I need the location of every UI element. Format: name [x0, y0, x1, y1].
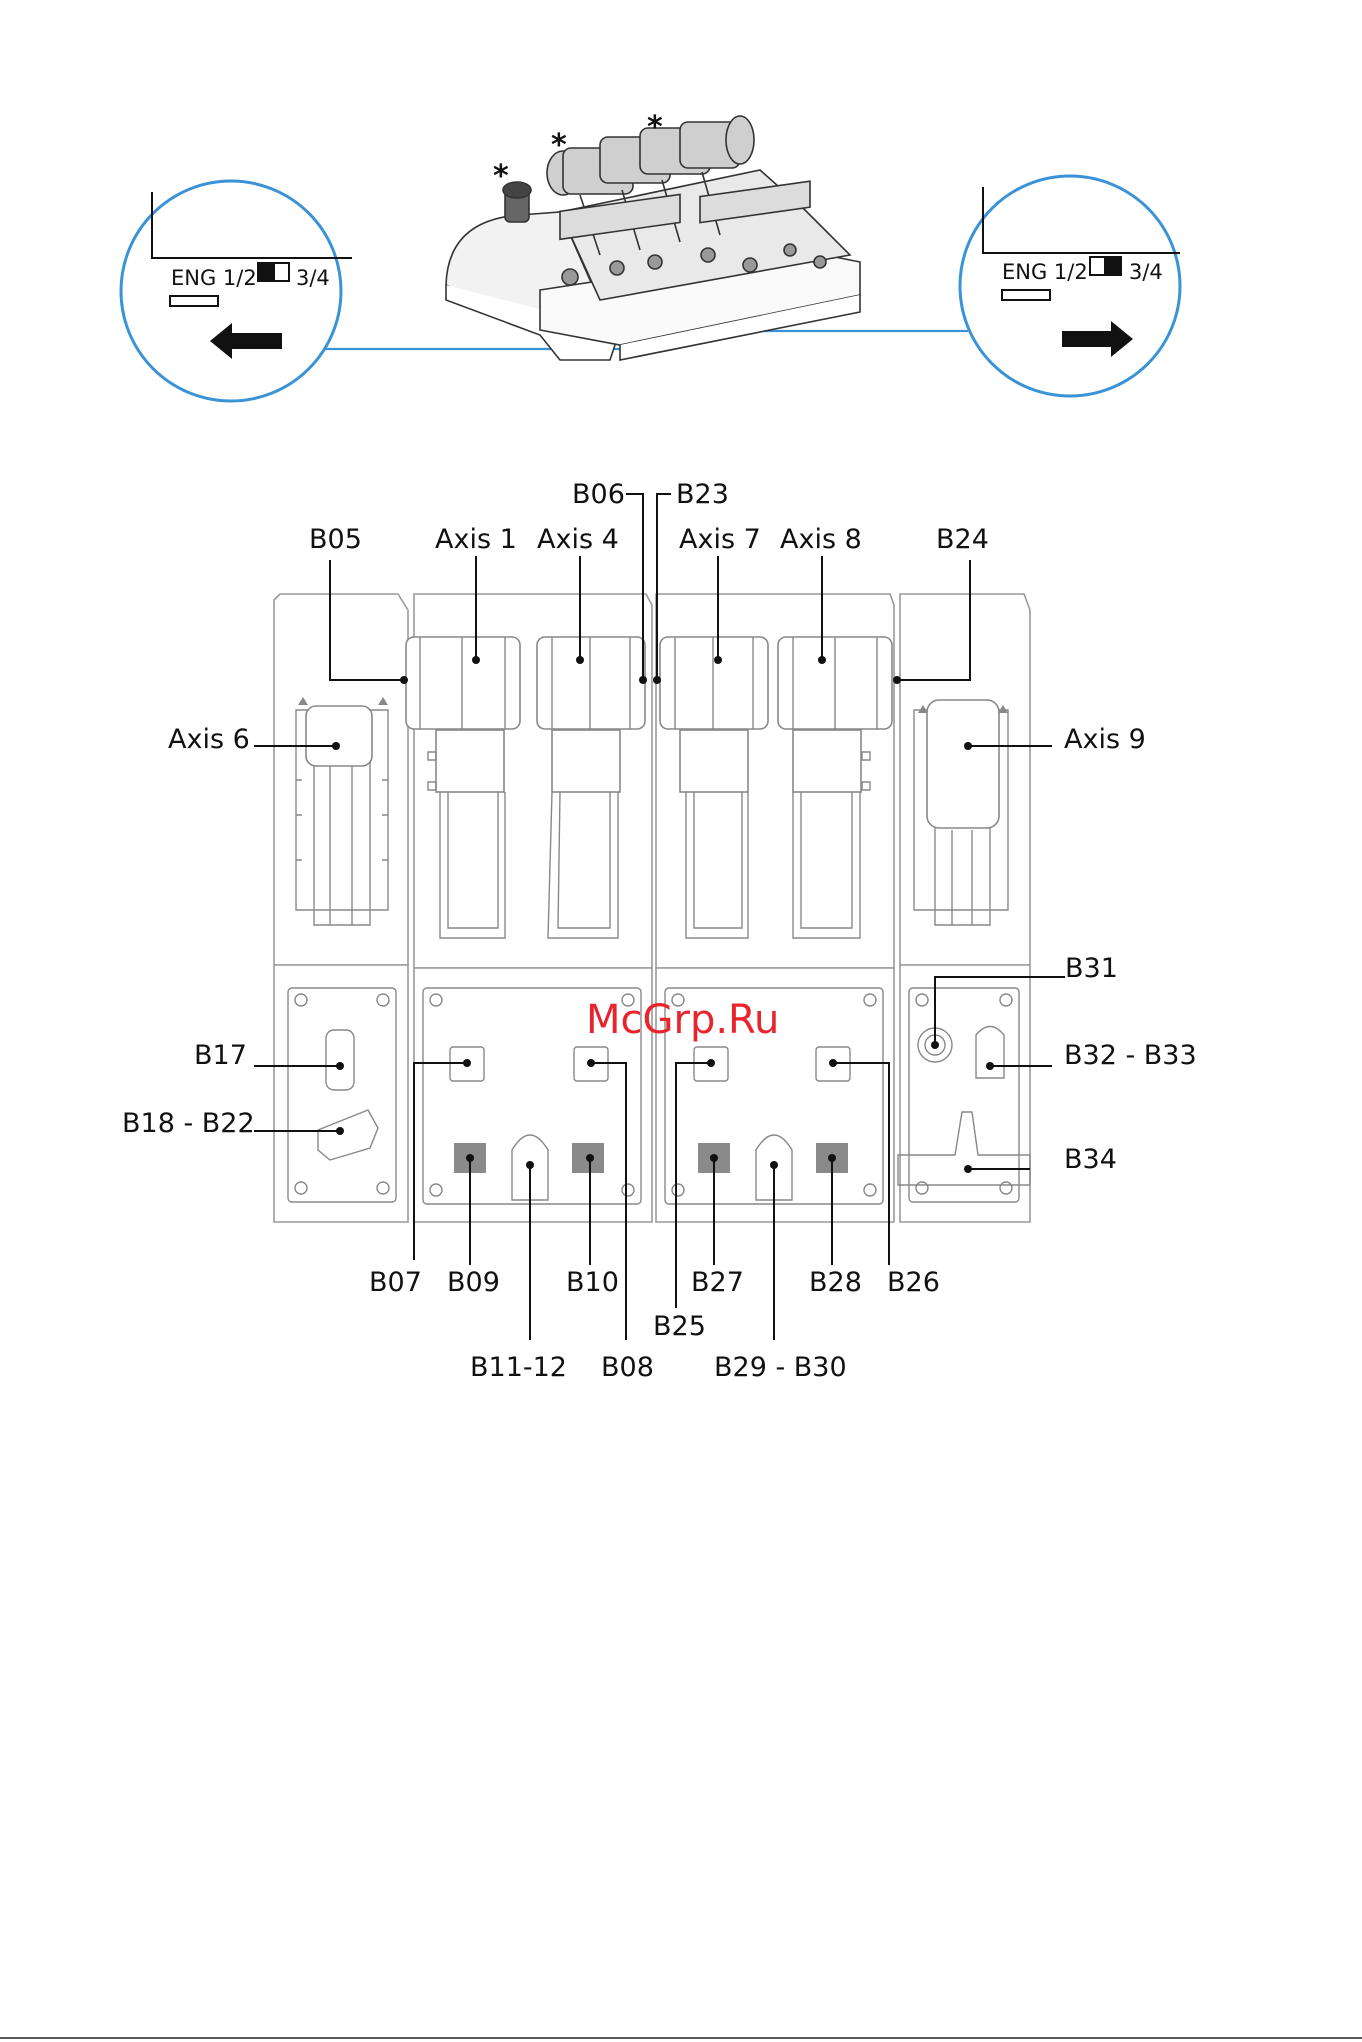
throttle-quadrant-illustration: [446, 116, 860, 360]
label-b08: B08: [601, 1352, 654, 1383]
label-b23: B23: [676, 479, 729, 510]
right-arrow-icon: [1062, 321, 1133, 357]
label-axis-9: Axis 9: [1064, 724, 1146, 755]
label-b09: B09: [447, 1267, 500, 1298]
label-axis-6: Axis 6: [168, 724, 250, 755]
asterisk-2: *: [551, 128, 567, 163]
label-b34: B34: [1064, 1144, 1117, 1175]
label-b06: B06: [572, 479, 625, 510]
asterisk-3: *: [647, 110, 663, 145]
label-b29-b30: B29 - B30: [714, 1352, 847, 1383]
label-axis-4: Axis 4: [537, 524, 619, 555]
label-b18-b22: B18 - B22: [122, 1108, 255, 1139]
left-eng-label: ENG 1/2: [171, 266, 257, 290]
label-b26: B26: [887, 1267, 940, 1298]
right-eng-label: ENG 1/2: [1002, 260, 1088, 284]
label-axis-1: Axis 1: [435, 524, 517, 555]
left-callout: ENG 1/2 3/4: [121, 181, 352, 401]
label-b31: B31: [1065, 953, 1118, 984]
left-eng-34-label: 3/4: [296, 266, 330, 290]
label-b11-12: B11-12: [470, 1352, 567, 1383]
asterisk-1: *: [493, 159, 509, 194]
left-arrow-icon: [210, 323, 282, 359]
label-b28: B28: [809, 1267, 862, 1298]
label-b17: B17: [194, 1040, 247, 1071]
label-b07: B07: [369, 1267, 422, 1298]
device-top-view: [274, 594, 1030, 1222]
label-b27: B27: [691, 1267, 744, 1298]
label-b24: B24: [936, 524, 989, 555]
label-axis-8: Axis 8: [780, 524, 862, 555]
right-eng-34-label: 3/4: [1129, 260, 1163, 284]
label-b32-b33: B32 - B33: [1064, 1040, 1197, 1071]
right-callout: ENG 1/2 3/4: [960, 176, 1180, 396]
label-b25: B25: [653, 1311, 706, 1342]
label-b10: B10: [566, 1267, 619, 1298]
top-illustration: ENG 1/2 3/4 ENG 1/2 3/4: [121, 110, 1180, 401]
label-b05: B05: [309, 524, 362, 555]
watermark: McGrp.Ru: [586, 997, 779, 1043]
label-axis-7: Axis 7: [679, 524, 761, 555]
